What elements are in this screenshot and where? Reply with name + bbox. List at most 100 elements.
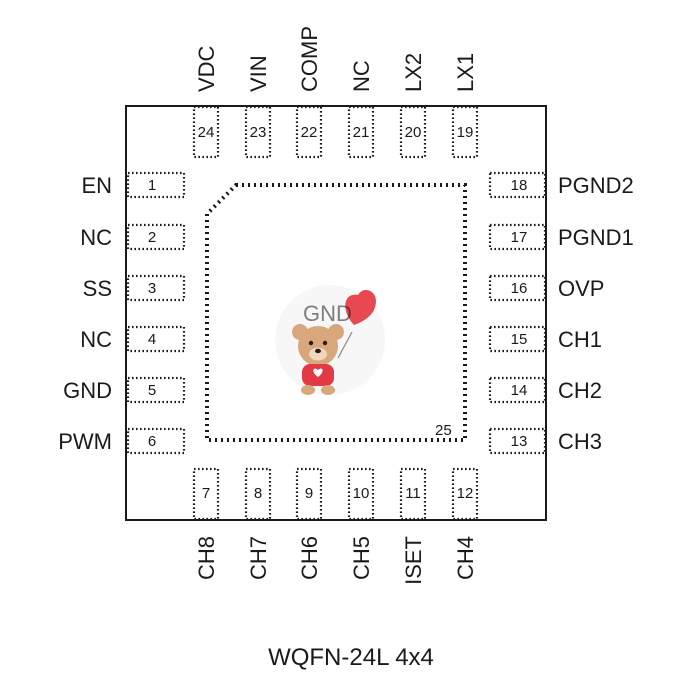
pin-name: NC	[349, 60, 374, 92]
pin-number: 9	[305, 485, 313, 502]
pin-4: 4 NC	[80, 325, 186, 353]
pin-number: 8	[254, 485, 262, 502]
pin-pad	[488, 376, 547, 404]
pin-pad	[126, 171, 186, 199]
pin-name: VIN	[246, 55, 271, 92]
pin-23: 23 VIN	[244, 55, 272, 159]
pin-pad	[488, 325, 547, 353]
pin-name: PWM	[58, 429, 112, 454]
pin-pad	[126, 325, 186, 353]
pin-number: 18	[511, 177, 528, 194]
pin-name: CH6	[297, 536, 322, 580]
pin-pad	[126, 427, 186, 455]
pin-name: LX2	[401, 53, 426, 92]
pin-number: 19	[457, 124, 474, 141]
pin-name: LX1	[453, 53, 478, 92]
pin-pad	[244, 467, 272, 521]
pin-number: 13	[511, 433, 528, 450]
pin-21: 21 NC	[347, 60, 375, 159]
pin-pad	[126, 376, 186, 404]
pin-name: EN	[81, 173, 112, 198]
pin-name: COMP	[297, 26, 322, 92]
pin-16: 16 OVP	[488, 274, 604, 302]
pin-pad	[488, 427, 547, 455]
pin-name: SS	[83, 276, 112, 301]
pin-name: VDC	[194, 45, 219, 92]
pin-name: CH7	[246, 536, 271, 580]
pin-number: 1	[148, 177, 156, 194]
pin-pad	[192, 467, 220, 521]
pin-name: CH5	[349, 536, 374, 580]
pin-number: 3	[148, 280, 156, 297]
pin-pad	[451, 105, 479, 159]
exposed-pad-sticker	[275, 285, 385, 395]
pin-pad	[126, 274, 186, 302]
pin-name: NC	[80, 225, 112, 250]
pin-pad	[399, 467, 427, 521]
pin-6: 6 PWM	[58, 427, 186, 455]
pin-3: 3 SS	[83, 274, 186, 302]
pin-name: ISET	[401, 536, 426, 585]
pin-number: 4	[148, 331, 156, 348]
pin-number: 23	[250, 124, 267, 141]
pin-name: CH3	[558, 429, 602, 454]
pin-pad	[399, 105, 427, 159]
pin-pad	[488, 223, 547, 251]
pin-name: CH8	[194, 536, 219, 580]
exposed-pad-label: GND	[303, 301, 352, 326]
pin-number: 17	[511, 229, 528, 246]
pin-name: NC	[80, 327, 112, 352]
pin-18: 18 PGND2	[488, 171, 634, 199]
pin-2: 2 NC	[80, 223, 186, 251]
teddy-bear-heart-balloon-icon	[292, 289, 377, 395]
pin-name: CH4	[453, 536, 478, 580]
pin-pad	[347, 105, 375, 159]
pin-13: 13 CH3	[488, 427, 602, 455]
package-caption: WQFN-24L 4x4	[268, 644, 434, 671]
pin-number: 20	[405, 124, 422, 141]
pin-17: 17 PGND1	[488, 223, 634, 251]
pin-name: OVP	[558, 276, 604, 301]
pin-pad	[488, 171, 547, 199]
pin-number: 22	[301, 124, 318, 141]
pin-pad	[451, 467, 479, 521]
pin-name: CH2	[558, 378, 602, 403]
pin-number: 2	[148, 229, 156, 246]
pin-name: CH1	[558, 327, 602, 352]
exposed-pad-outline	[205, 183, 467, 442]
pin-number: 6	[148, 433, 156, 450]
pin-20: 20 LX2	[399, 53, 427, 159]
pin-22: 22 COMP	[295, 26, 323, 159]
pin-19: 19 LX1	[451, 53, 479, 159]
pin-number: 24	[198, 124, 215, 141]
pin-number: 21	[353, 124, 370, 141]
pin-15: 15 CH1	[488, 325, 602, 353]
pin-1: 1 EN	[81, 171, 186, 199]
pin-pad	[192, 105, 220, 159]
pin-name: PGND2	[558, 173, 634, 198]
pin-number: 12	[457, 485, 474, 502]
pin-name: PGND1	[558, 225, 634, 250]
pin-name: GND	[63, 378, 112, 403]
pin-number: 16	[511, 280, 528, 297]
pin-pad	[244, 105, 272, 159]
pin-number: 15	[511, 331, 528, 348]
pin-pad	[488, 274, 547, 302]
pin-number: 10	[353, 485, 370, 502]
pin-24: 24 VDC	[192, 45, 220, 159]
exposed-pad-number: 25	[435, 422, 452, 439]
pin-pad	[295, 467, 323, 521]
pin-pad	[295, 105, 323, 159]
pin-pad	[347, 467, 375, 521]
pin-number: 7	[202, 485, 210, 502]
pin-number: 11	[405, 485, 421, 502]
